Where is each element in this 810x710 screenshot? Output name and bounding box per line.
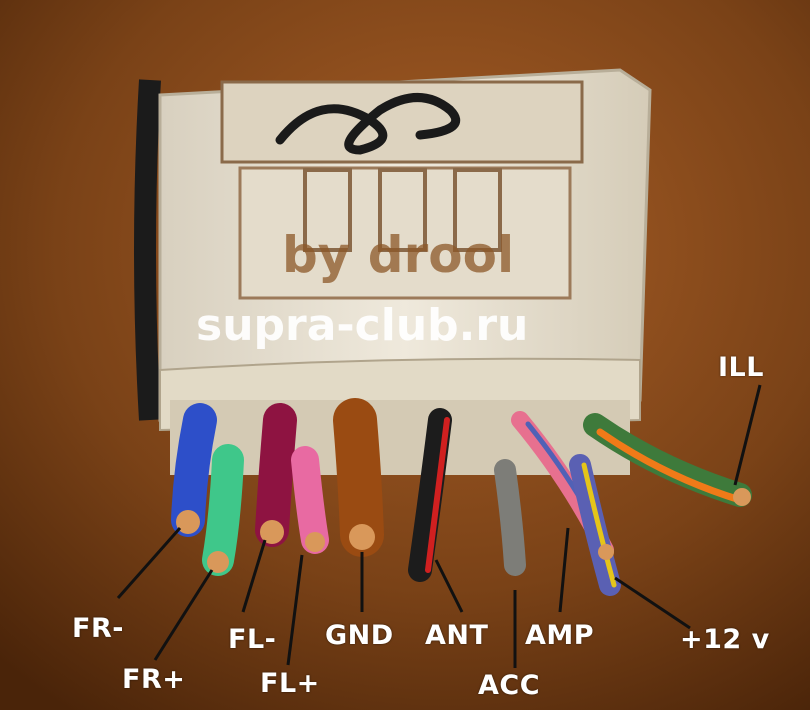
leader-fr-plus [153,569,214,661]
wire-blue-yellow [569,454,621,596]
leader-fl-plus [286,554,304,666]
label-12v: +12 v [680,624,770,655]
leader-fl-minus [241,539,267,613]
wire-blue [171,403,217,537]
wire-violet [255,403,297,547]
label-amp: AMP [525,620,595,651]
label-gnd: GND [325,620,394,651]
label-fr-plus: FR+ [122,664,186,695]
watermark-by-drool: by drool [282,226,515,284]
watermark-site: supra-club.ru [196,300,529,351]
label-fr-minus: FR- [72,613,124,644]
leader-ant [434,559,464,613]
wire-black-red [408,408,452,582]
leader-12v [614,576,691,630]
marker-scribble [275,93,461,155]
label-ill: ILL [718,352,764,383]
label-acc: ACC [478,670,541,701]
label-fl-minus: FL- [228,624,277,655]
wire-gray [494,459,526,576]
leader-fr-minus [116,527,182,599]
leader-ill [733,384,762,486]
label-ant: ANT [425,620,489,651]
leader-amp [558,527,570,613]
label-fl-plus: FL+ [260,668,320,699]
wire-brown [333,398,384,557]
